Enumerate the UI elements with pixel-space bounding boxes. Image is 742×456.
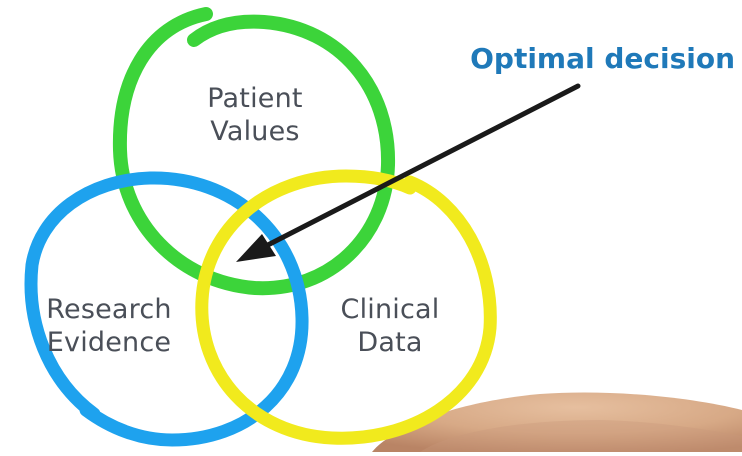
yellow-circle-clinical-data <box>195 169 497 445</box>
finger-nail-shadow <box>420 420 742 452</box>
label-line: Research <box>46 294 172 325</box>
label-line: Clinical <box>340 294 440 325</box>
research-evidence-label: Research Evidence <box>14 293 204 359</box>
green-circle-patient-values <box>112 7 396 296</box>
patient-values-label: Patient Values <box>180 82 330 148</box>
pointer-arrow-line <box>259 83 581 251</box>
clinical-data-label: Clinical Data <box>320 293 460 359</box>
label-line: Evidence <box>46 327 172 358</box>
label-line: Data <box>357 327 423 358</box>
label-line: Values <box>210 116 300 147</box>
blue-circle-research-evidence <box>24 171 309 447</box>
pointer-arrowhead <box>236 234 276 262</box>
optimal-decision-title: Optimal decision <box>470 42 735 75</box>
label-line: Patient <box>207 83 303 114</box>
finger-shape <box>372 392 742 452</box>
